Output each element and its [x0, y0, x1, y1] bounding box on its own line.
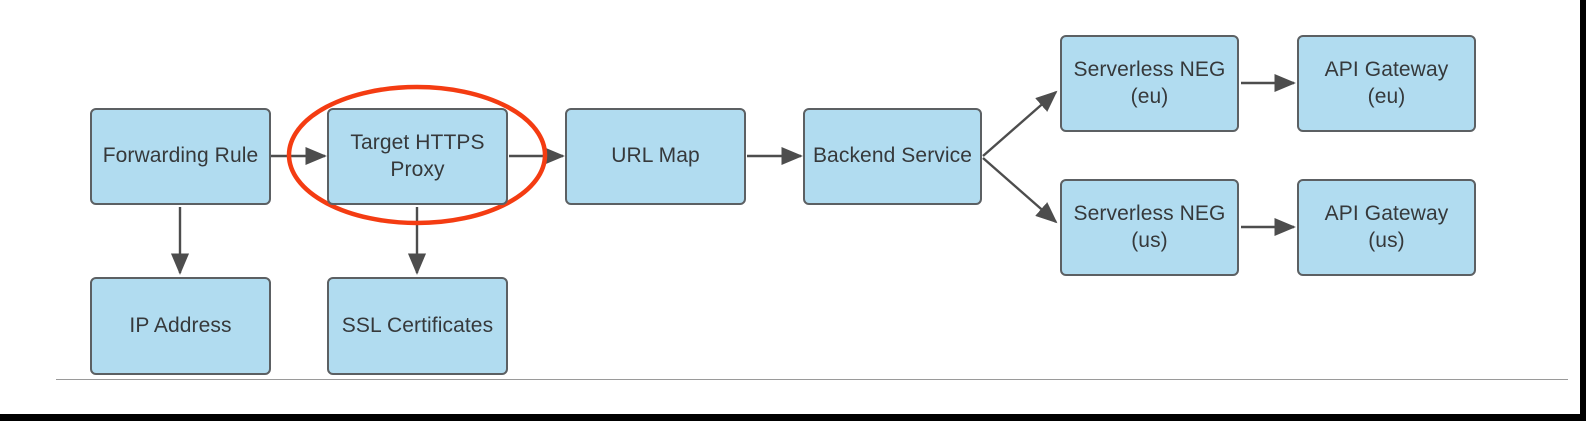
frame-right-border	[1580, 0, 1586, 421]
node-url-map[interactable]: URL Map	[565, 108, 746, 205]
edge-backend-service-to-serverless-neg-eu	[982, 90, 1058, 157]
node-label-api-gateway-eu: API Gateway (eu)	[1324, 58, 1449, 108]
node-label-serverless-neg-us: Serverless NEG (us)	[1073, 202, 1226, 252]
node-label-target-https-proxy: Target HTTPS Proxy	[350, 131, 485, 181]
node-api-gateway-eu[interactable]: API Gateway (eu)	[1297, 35, 1476, 132]
node-backend-service[interactable]: Backend Service	[803, 108, 982, 205]
node-label-ip-address: IP Address	[129, 313, 232, 337]
page-divider	[56, 379, 1568, 380]
node-label-forwarding-rule: Forwarding Rule	[102, 144, 259, 168]
edge-backend-service-to-serverless-neg-us	[982, 157, 1058, 224]
node-serverless-neg-us[interactable]: Serverless NEG (us)	[1060, 179, 1239, 276]
node-forwarding-rule[interactable]: Forwarding Rule	[90, 108, 271, 205]
node-label-api-gateway-us: API Gateway (us)	[1324, 202, 1449, 252]
node-label-serverless-neg-eu: Serverless NEG (eu)	[1073, 58, 1226, 108]
node-api-gateway-us[interactable]: API Gateway (us)	[1297, 179, 1476, 276]
node-label-ssl-certificates: SSL Certificates	[341, 313, 494, 337]
node-ip-address[interactable]: IP Address	[90, 277, 271, 375]
node-target-https-proxy[interactable]: Target HTTPS Proxy	[327, 108, 508, 205]
node-label-backend-service: Backend Service	[812, 144, 973, 168]
node-ssl-certificates[interactable]: SSL Certificates	[327, 277, 508, 375]
node-serverless-neg-eu[interactable]: Serverless NEG (eu)	[1060, 35, 1239, 132]
node-label-url-map: URL Map	[611, 144, 700, 168]
frame-bottom-border	[0, 414, 1586, 421]
